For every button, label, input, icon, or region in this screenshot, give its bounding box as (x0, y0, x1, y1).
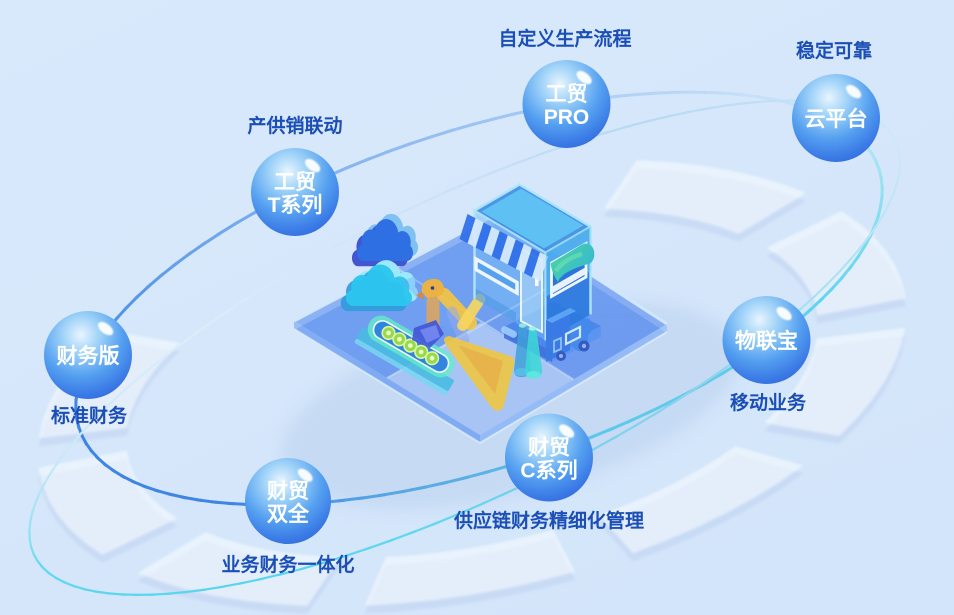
svg-text:T系列: T系列 (268, 194, 323, 217)
svg-text:供应链财务精细化管理: 供应链财务精细化管理 (453, 509, 644, 532)
svg-text:物联宝: 物联宝 (735, 329, 798, 353)
svg-text:财贸: 财贸 (267, 480, 309, 503)
svg-text:云平台: 云平台 (805, 107, 868, 131)
svg-text:工贸: 工贸 (546, 83, 588, 106)
svg-text:工贸: 工贸 (274, 171, 316, 194)
svg-text:移动业务: 移动业务 (730, 391, 807, 414)
svg-text:标准财务: 标准财务 (51, 404, 128, 427)
svg-text:财务版: 财务版 (57, 344, 120, 368)
svg-text:业务财务一体化: 业务财务一体化 (221, 553, 354, 576)
svg-text:双全: 双全 (267, 502, 310, 526)
svg-text:产供销联动: 产供销联动 (247, 114, 342, 137)
svg-text:自定义生产流程: 自定义生产流程 (498, 27, 631, 50)
svg-text:C系列: C系列 (520, 460, 577, 483)
svg-text:稳定可靠: 稳定可靠 (796, 39, 872, 62)
svg-text:PRO: PRO (544, 106, 590, 129)
svg-text:财贸: 财贸 (528, 437, 570, 460)
